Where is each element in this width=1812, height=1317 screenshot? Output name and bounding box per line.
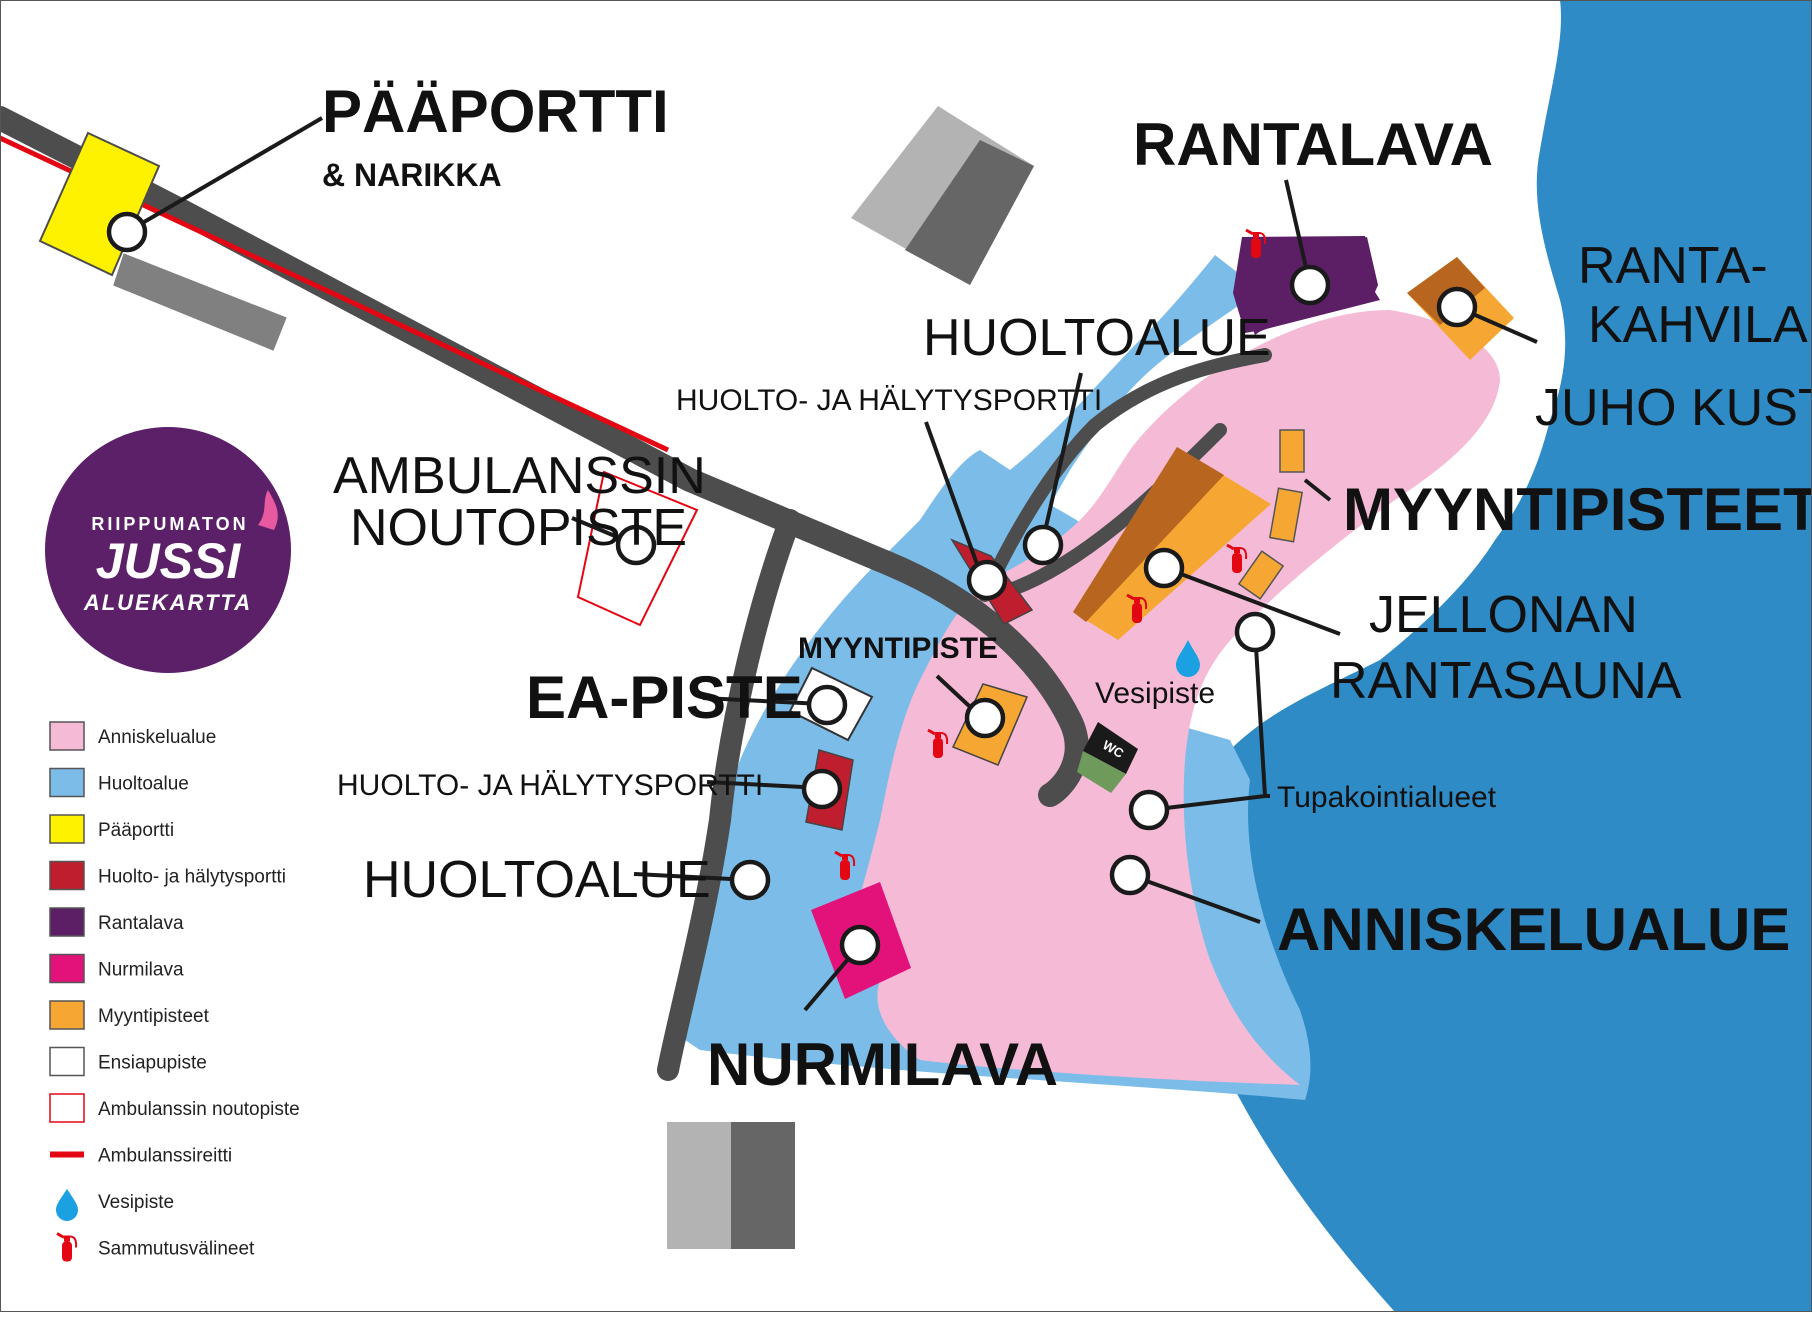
- legend-item: Ensiapupiste: [49, 1046, 207, 1077]
- logo-text-line2: JUSSI: [96, 533, 242, 589]
- jellonan-rantasauna-building: [1073, 447, 1271, 640]
- legend-line-swatch: [50, 1151, 84, 1158]
- logo-text-line1: RIIPPUMATON: [91, 514, 248, 534]
- legend-item: Myyntipisteet: [49, 1000, 210, 1030]
- label-ambulanssin-2: NOUTOPISTE: [350, 499, 687, 557]
- legend-label: Myyntipisteet: [98, 1006, 210, 1027]
- legend-label: Ambulanssireitti: [98, 1146, 232, 1167]
- building-gate-side: [110, 250, 290, 354]
- legend-swatch: [49, 814, 85, 844]
- legend-item: Anniskelualue: [49, 721, 216, 751]
- legend-label: Anniskelualue: [98, 727, 216, 748]
- legend-label: Nurmilava: [98, 960, 184, 981]
- legend-item: Ambulanssireitti: [50, 1146, 232, 1167]
- legend-swatch: [49, 907, 85, 937]
- logo-badge: RIIPPUMATON JUSSI ALUEKARTTA: [45, 427, 291, 673]
- label-jellonan-1: JELLONAN: [1369, 586, 1638, 644]
- label-paaportti: PÄÄPORTTI: [322, 78, 669, 145]
- legend-label: Ensiapupiste: [98, 1053, 207, 1074]
- sales-stall: [1237, 550, 1285, 600]
- legend-label: Vesipiste: [98, 1192, 174, 1213]
- legend-swatch: [49, 1093, 85, 1123]
- sales-stall: [1268, 487, 1304, 543]
- label-anniskelualue: ANNISKELUALUE: [1277, 896, 1790, 963]
- label-ambulanssin-1: AMBULANSSIN: [333, 447, 706, 505]
- water-drop-icon: [56, 1189, 78, 1221]
- extinguisher-icon: [55, 1232, 78, 1263]
- label-rantakahvila-1: RANTA-: [1578, 237, 1768, 295]
- location-markers: [106, 211, 1478, 966]
- legend-swatch: [49, 860, 85, 891]
- legend-swatch: [49, 1046, 85, 1077]
- legend-label: Huoltoalue: [98, 774, 189, 795]
- flame-icon: [258, 490, 278, 530]
- label-huolto-portti-top: HUOLTO- JA HÄLYTYSPORTTI: [676, 384, 1102, 417]
- legend-item: Nurmilava: [49, 953, 184, 984]
- legend-swatch: [49, 767, 85, 798]
- label-huoltoalue-left: HUOLTOALUE: [363, 851, 711, 909]
- label-huoltoalue-top: HUOLTOALUE: [923, 309, 1271, 367]
- legend-swatch: [49, 953, 85, 984]
- legend: AnniskelualueHuoltoaluePääporttiHuolto- …: [49, 721, 300, 1263]
- label-narikka: & NARIKKA: [322, 157, 502, 193]
- legend-item: Vesipiste: [56, 1189, 174, 1221]
- main-gate-area: [38, 131, 161, 277]
- legend-item: Huoltoalue: [49, 767, 189, 798]
- legend-label: Huolto- ja hälytysportti: [98, 867, 286, 888]
- legend-label: Sammutusvälineet: [98, 1239, 255, 1260]
- sales-stall: [1279, 429, 1305, 473]
- leader-lines: [125, 116, 1538, 1012]
- label-myyntipiste: MYYNTIPISTE: [798, 632, 998, 665]
- label-nurmilava: NURMILAVA: [707, 1031, 1058, 1098]
- legend-item: Huolto- ja hälytysportti: [49, 860, 286, 891]
- label-huolto-portti-left: HUOLTO- JA HÄLYTYSPORTTI: [337, 769, 763, 802]
- label-tupakointi: Tupakointialueet: [1277, 781, 1497, 814]
- label-rantakahvila-2: KAHVILA: [1588, 296, 1808, 354]
- legend-label: Pääportti: [98, 820, 174, 841]
- legend-swatch: [49, 1000, 85, 1030]
- legend-item: Sammutusvälineet: [55, 1232, 255, 1263]
- label-rantakahvila-3: JUHO KUSTI: [1535, 379, 1812, 437]
- lake: [1179, 0, 1812, 1312]
- label-vesipiste: Vesipiste: [1095, 677, 1215, 710]
- serving-area-region: [839, 310, 1500, 1085]
- label-rantalava: RANTALAVA: [1133, 111, 1493, 178]
- building-top: [851, 106, 1034, 285]
- logo-text-line3: ALUEKARTTA: [83, 590, 252, 615]
- label-ea-piste: EA-PISTE: [526, 664, 803, 731]
- legend-item: Rantalava: [49, 907, 184, 937]
- label-myyntipisteet: MYYNTIPISTEET: [1343, 476, 1812, 543]
- label-jellonan-2: RANTASAUNA: [1330, 652, 1682, 710]
- legend-label: Rantalava: [98, 913, 184, 934]
- water-point-icon: [1176, 640, 1200, 677]
- legend-swatch: [49, 721, 85, 751]
- wc-building: WC: [1077, 722, 1138, 793]
- legend-item: Ambulanssin noutopiste: [49, 1093, 300, 1123]
- road-network: [0, 106, 1272, 1081]
- building-bottom: [667, 1122, 795, 1249]
- legend-label: Ambulanssin noutopiste: [98, 1099, 300, 1120]
- legend-item: Pääportti: [49, 814, 174, 844]
